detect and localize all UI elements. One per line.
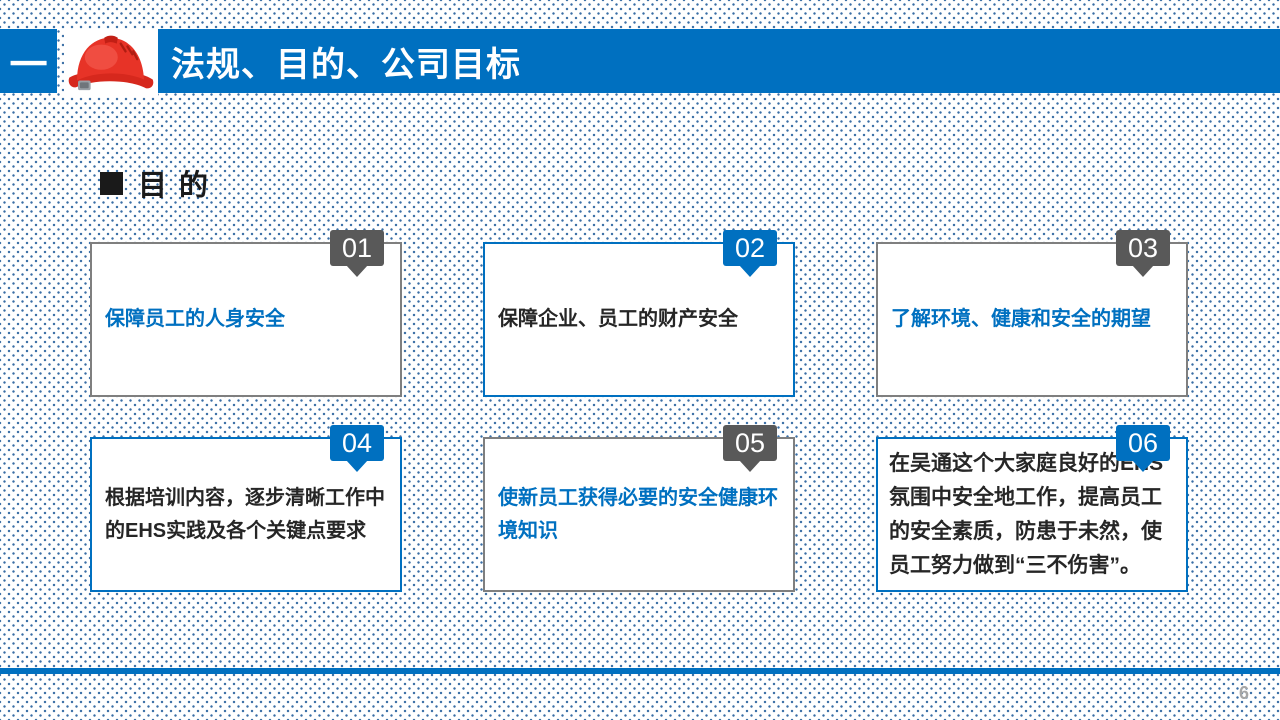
header-title: 法规、目的、公司目标 (171, 45, 521, 84)
card-04-number-badge: 04 (330, 425, 384, 472)
card-05: 05 使新员工获得必要的安全健康环境知识 (483, 425, 795, 592)
card-04-text: 根据培训内容，逐步清晰工作中的EHS实践及各个关键点要求 (105, 486, 385, 542)
bullet-square-icon (100, 171, 123, 195)
card-01-number-badge: 01 (330, 230, 384, 277)
header-bar: 法规、目的、公司目标 (158, 29, 1280, 93)
card-06: 06 在吴通这个大家庭良好的EHS氛围中安全地工作，提高员工的安全素质，防患于未… (876, 425, 1188, 592)
card-02-text: 保障企业、员工的财产安全 (498, 308, 738, 330)
purpose-heading: 目 的 (100, 162, 210, 204)
card-06-number-badge: 06 (1116, 425, 1170, 472)
card-04: 04 根据培训内容，逐步清晰工作中的EHS实践及各个关键点要求 (90, 425, 402, 592)
card-01-text: 保障员工的人身安全 (105, 308, 285, 330)
card-05-number-badge: 05 (723, 425, 777, 472)
section-number-box: 一 (0, 29, 57, 93)
card-01: 01 保障员工的人身安全 (90, 230, 402, 397)
card-06-text: 在吴通这个大家庭良好的EHS氛围中安全地工作，提高员工的安全素质，防患于未然，使… (889, 451, 1164, 577)
card-03-text: 了解环境、健康和安全的期望 (891, 308, 1151, 330)
page-number: 6 (1238, 683, 1249, 703)
footer-divider (0, 668, 1280, 674)
heading-text: 目 的 (138, 170, 211, 202)
hard-hat-icon (64, 30, 158, 97)
card-03-number-badge: 03 (1116, 230, 1170, 277)
section-number: 一 (9, 44, 48, 87)
card-02-number-badge: 02 (723, 230, 777, 277)
card-02: 02 保障企业、员工的财产安全 (483, 230, 795, 397)
card-03: 03 了解环境、健康和安全的期望 (876, 230, 1188, 397)
card-05-text: 使新员工获得必要的安全健康环境知识 (498, 486, 778, 542)
